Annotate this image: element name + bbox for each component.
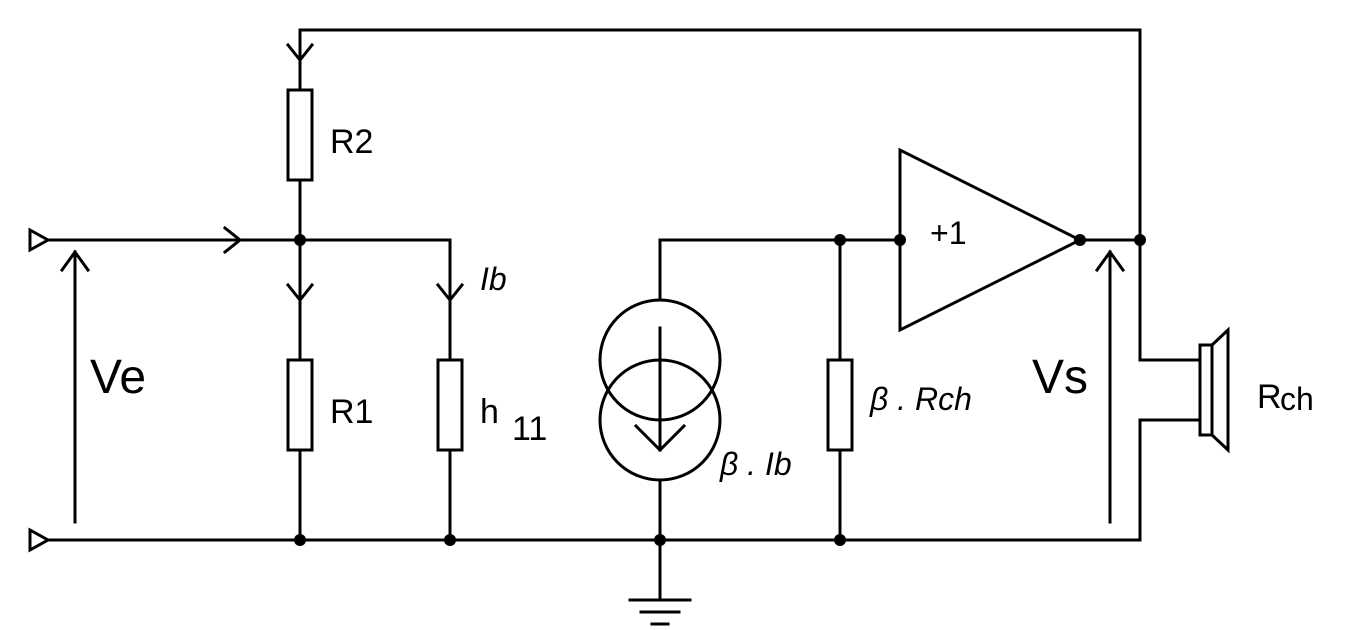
rch-subscript: ch bbox=[1280, 381, 1314, 417]
current-source-label: β . Ib bbox=[719, 446, 792, 482]
ib-label: Ib bbox=[480, 261, 507, 297]
rch-label: R bbox=[1257, 378, 1282, 416]
vs-label: Vs bbox=[1032, 351, 1088, 404]
h11-label: h bbox=[480, 393, 499, 431]
input-terminal-top bbox=[28, 227, 52, 253]
resistor-r2 bbox=[286, 88, 314, 182]
resistor-beta-rch bbox=[826, 358, 854, 452]
junction-dot bbox=[834, 234, 846, 246]
r1-label: R1 bbox=[330, 393, 373, 431]
buffer-gain-label: +1 bbox=[930, 215, 966, 251]
junction-dot bbox=[294, 234, 306, 246]
junction-dot bbox=[1074, 234, 1086, 246]
speaker-icon bbox=[1198, 343, 1214, 437]
resistor-r1 bbox=[286, 358, 314, 452]
r2-top-current-arrow bbox=[285, 42, 315, 63]
junction-dot bbox=[834, 534, 846, 546]
vs-arrow-head bbox=[1094, 249, 1126, 273]
resistor-h11 bbox=[436, 358, 464, 452]
r2-label: R2 bbox=[330, 123, 373, 161]
ve-label: Ve bbox=[90, 351, 146, 404]
beta-rch-label: β . Rch bbox=[869, 381, 972, 417]
junction-dot bbox=[654, 534, 666, 546]
buffer-amplifier bbox=[898, 147, 1084, 333]
r1-current-arrow bbox=[285, 282, 315, 303]
h11-subscript: 11 bbox=[512, 410, 547, 448]
input-terminal-bottom bbox=[28, 527, 52, 553]
ve-arrow-head bbox=[59, 249, 91, 273]
junction-dot bbox=[294, 534, 306, 546]
junction-dot bbox=[1134, 234, 1146, 246]
ib-current-arrow bbox=[435, 282, 465, 303]
junction-dot bbox=[444, 534, 456, 546]
current-source-arrow-head bbox=[633, 423, 687, 453]
current-source-top-wire bbox=[658, 238, 902, 302]
speaker-top-wire bbox=[1138, 238, 1202, 362]
speaker-cone bbox=[1210, 326, 1230, 454]
speaker-bottom-wire bbox=[1138, 418, 1202, 542]
junction-dot bbox=[894, 234, 906, 246]
input-current-arrow bbox=[222, 225, 243, 255]
